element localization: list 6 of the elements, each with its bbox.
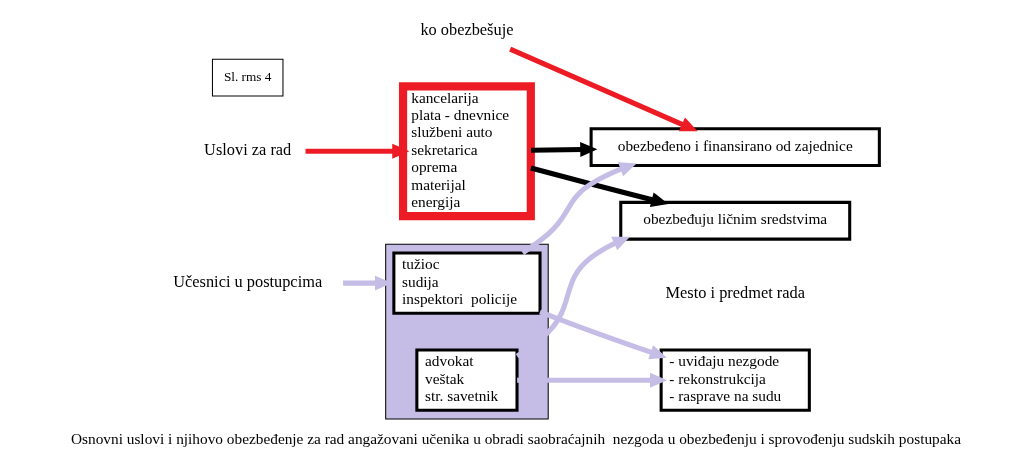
label: Mesto i predmet rada [665,283,805,303]
node-text: Uslovi za rad [204,140,292,160]
label: Sl. rms 4 [223,69,272,85]
node-text: Učesnici u postupcima [173,271,323,291]
node-text: ko obezbešuje [420,19,514,39]
caption: Osnovni uslovi i njihovo obezbeđenje za rad angažovani učenika u obradi saobraćajnih nezgoda u obezbeđenju i sprovođenju sudskih postupaka [70,429,962,447]
